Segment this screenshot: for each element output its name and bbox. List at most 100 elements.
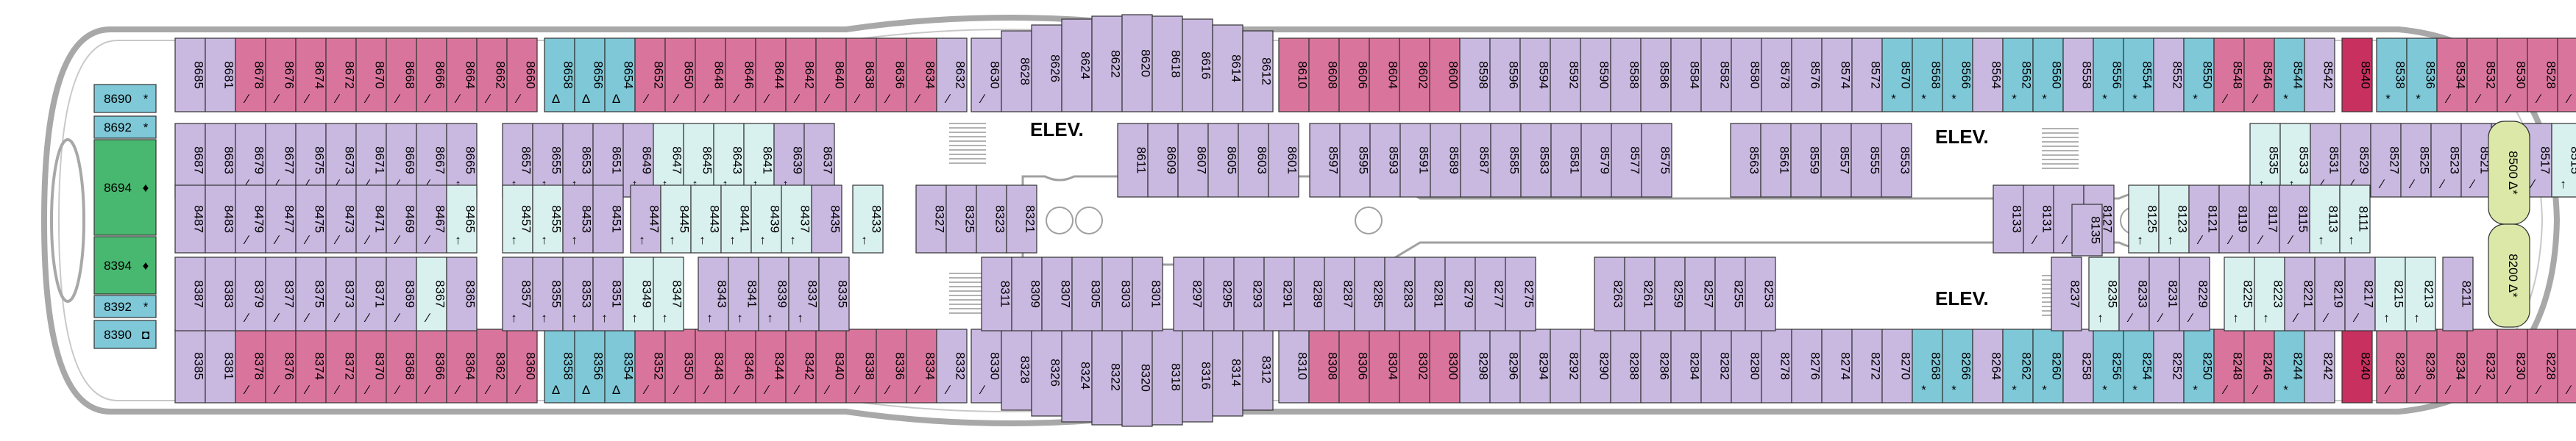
- cabin-8353[interactable]: 8353↑: [562, 257, 594, 331]
- cabin-8679[interactable]: 8679∕: [235, 123, 266, 198]
- cabin-8473[interactable]: 8473∕: [325, 184, 357, 254]
- cabin-8445[interactable]: 8445↑: [660, 184, 692, 254]
- cabin-8335[interactable]: 8335: [818, 257, 850, 331]
- cabin-8339[interactable]: 8339↑: [758, 257, 790, 331]
- cabin-8453[interactable]: 8453↑: [562, 184, 594, 254]
- cabin-8352[interactable]: 8352∕: [634, 329, 666, 404]
- cabin-8618[interactable]: 8618: [1152, 15, 1183, 112]
- cabin-8637[interactable]: 8637: [803, 123, 835, 198]
- cabin-8365[interactable]: 8365: [446, 257, 478, 331]
- cabin-8346[interactable]: 8346∕: [725, 329, 756, 404]
- cabin-8596[interactable]: 8596: [1489, 37, 1521, 112]
- cabin-8483[interactable]: 8483: [205, 184, 236, 254]
- cabin-8550[interactable]: 8550*: [2183, 37, 2215, 112]
- cabin-8563[interactable]: 8563: [1730, 123, 1761, 198]
- cabin-8590[interactable]: 8590: [1580, 37, 1611, 112]
- cabin-8570[interactable]: 8570*: [1881, 37, 1913, 112]
- cabin-8447[interactable]: 8447↑: [630, 184, 661, 254]
- cabin-8443[interactable]: 8443↑: [690, 184, 722, 254]
- cabin-8664[interactable]: 8664∕: [446, 37, 478, 112]
- cabin-8242[interactable]: 8242: [2304, 329, 2335, 404]
- cabin-8301[interactable]: 8301: [1132, 257, 1163, 331]
- cabin-8601[interactable]: 8601: [1268, 123, 1299, 198]
- cabin-8349[interactable]: 8349↑: [622, 257, 654, 331]
- cabin-8538[interactable]: 8538*: [2376, 37, 2408, 112]
- cabin-8584[interactable]: 8584: [1670, 37, 1702, 112]
- cabin-8372[interactable]: 8372∕: [325, 329, 357, 404]
- cabin-8441[interactable]: 8441↑: [720, 184, 752, 254]
- cabin-8279[interactable]: 8279: [1444, 257, 1476, 331]
- cabin-8457[interactable]: 8457↑: [502, 184, 533, 254]
- cabin-8276[interactable]: 8276: [1791, 329, 1823, 404]
- cabin-8653[interactable]: 8653↑: [562, 123, 594, 198]
- cabin-8553[interactable]: 8553: [1881, 123, 1912, 198]
- cabin-8292[interactable]: 8292: [1550, 329, 1581, 404]
- cabin-8687[interactable]: 8687: [174, 123, 206, 198]
- cabin-8287[interactable]: 8287: [1324, 257, 1355, 331]
- cabin-8234[interactable]: 8234∕: [2436, 329, 2468, 404]
- cabin-8257[interactable]: 8257: [1684, 257, 1716, 331]
- cabin-8274[interactable]: 8274: [1821, 329, 1853, 404]
- cabin-8548[interactable]: 8548∕: [2213, 37, 2245, 112]
- cabin-8217[interactable]: 8217∕: [2344, 257, 2376, 331]
- cabin-8374[interactable]: 8374∕: [295, 329, 327, 404]
- cabin-8576[interactable]: 8576: [1791, 37, 1823, 112]
- cabin-8233[interactable]: 8233∕: [2118, 257, 2150, 331]
- cabin-8674[interactable]: 8674∕: [295, 37, 327, 112]
- cabin-8566[interactable]: 8566*: [1942, 37, 1973, 112]
- cabin-8252[interactable]: 8252: [2153, 329, 2185, 404]
- suite-8200[interactable]: 8200 Δ*: [2488, 223, 2530, 328]
- cabin-8351[interactable]: 8351↑: [592, 257, 624, 331]
- cabin-8611[interactable]: 8611: [1117, 123, 1149, 198]
- cabin-8253[interactable]: 8253: [1745, 257, 1776, 331]
- cabin-8602[interactable]: 8602: [1399, 37, 1430, 112]
- cabin-8314[interactable]: 8314: [1212, 329, 1243, 417]
- cabin-8262[interactable]: 8262*: [2002, 329, 2034, 404]
- cabin-8254[interactable]: 8254*: [2123, 329, 2154, 404]
- cabin-8667[interactable]: 8667∕: [416, 123, 447, 198]
- cabin-8347[interactable]: 8347↑: [653, 257, 684, 331]
- cabin-8529[interactable]: 8529∕: [2340, 123, 2371, 198]
- cabin-8311[interactable]: 8311: [981, 257, 1012, 331]
- cabin-8560[interactable]: 8560*: [2032, 37, 2064, 112]
- cabin-8328[interactable]: 8328: [1001, 329, 1032, 411]
- cabin-8648[interactable]: 8648∕: [695, 37, 726, 112]
- cabin-8605[interactable]: 8605: [1207, 123, 1239, 198]
- cabin-8610[interactable]: 8610: [1278, 37, 1310, 112]
- cabin-8542[interactable]: 8542: [2304, 37, 2335, 112]
- cabin-8228[interactable]: 8228∕: [2527, 329, 2558, 404]
- cabin-8572[interactable]: 8572: [1851, 37, 1883, 112]
- cabin-8544[interactable]: 8544*: [2274, 37, 2305, 112]
- cabin-8240[interactable]: 8240: [2341, 329, 2373, 404]
- cabin-8651[interactable]: 8651: [592, 123, 624, 198]
- cabin-8238[interactable]: 8238∕: [2376, 329, 2408, 404]
- cabin-8332[interactable]: 8332∕: [936, 329, 968, 404]
- cabin-8288[interactable]: 8288: [1610, 329, 1642, 404]
- cabin-8591[interactable]: 8591: [1399, 123, 1431, 198]
- cabin-8523[interactable]: 8523∕: [2430, 123, 2462, 198]
- cabin-8669[interactable]: 8669∕: [386, 123, 417, 198]
- suite-8690[interactable]: 8690*: [93, 84, 157, 113]
- cabin-8236[interactable]: 8236∕: [2406, 329, 2438, 404]
- cabin-8515[interactable]: 8515↑: [2551, 123, 2576, 198]
- cabin-8342[interactable]: 8342∕: [785, 329, 817, 404]
- cabin-8338[interactable]: 8338∕: [845, 329, 877, 404]
- cabin-8672[interactable]: 8672∕: [325, 37, 357, 112]
- cabin-8585[interactable]: 8585: [1490, 123, 1522, 198]
- cabin-8534[interactable]: 8534∕: [2436, 37, 2468, 112]
- cabin-8607[interactable]: 8607: [1177, 123, 1209, 198]
- cabin-8660[interactable]: 8660∕: [506, 37, 538, 112]
- cabin-8670[interactable]: 8670∕: [355, 37, 387, 112]
- cabin-8675[interactable]: 8675∕: [295, 123, 327, 198]
- cabin-8225[interactable]: 8225↑: [2224, 257, 2255, 331]
- cabin-8246[interactable]: 8246∕: [2243, 329, 2275, 404]
- suite-8500[interactable]: 8500 Δ*: [2488, 121, 2530, 225]
- cabin-8229[interactable]: 8229∕: [2179, 257, 2210, 331]
- suite-8692[interactable]: 8692*: [93, 115, 157, 139]
- cabin-8685[interactable]: 8685: [174, 37, 206, 112]
- cabin-8323[interactable]: 8323: [976, 184, 1007, 254]
- cabin-8277[interactable]: 8277: [1475, 257, 1506, 331]
